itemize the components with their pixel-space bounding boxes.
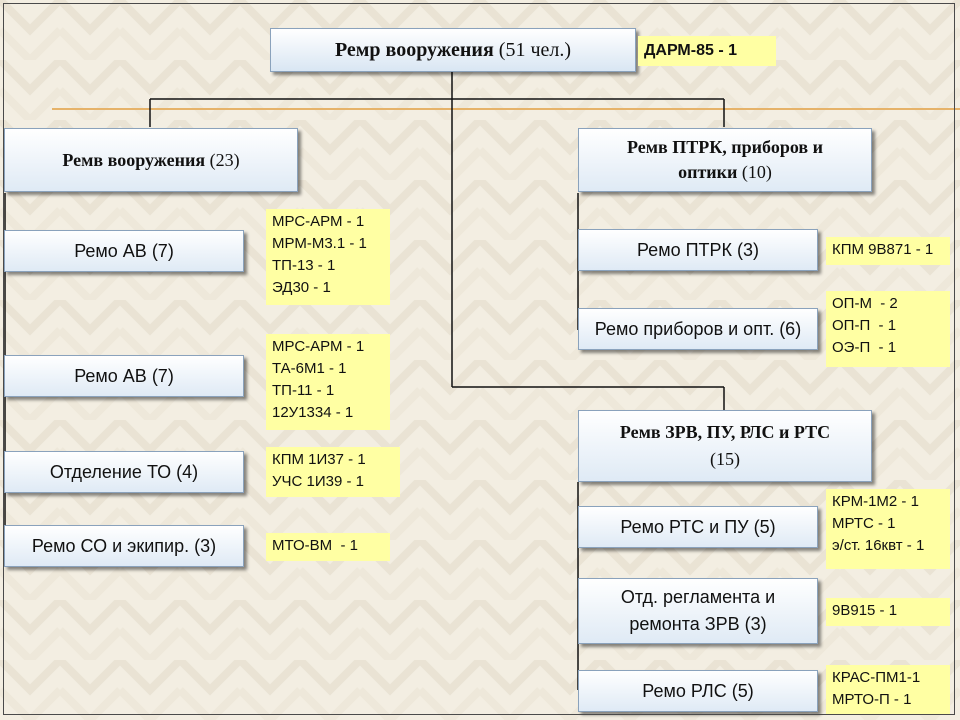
decorative-rule [52, 108, 960, 110]
note-line: э/ст. 16квт - 1 [832, 537, 925, 554]
left-item-1-notes: МРС-АРМ - 1 МРМ-М3.1 - 1 ТП-13 - 1 ЭД30 … [266, 209, 390, 305]
right1-item-2-label: Ремо приборов и опт. (6) [594, 319, 802, 339]
right2-item-1-notes: КРМ-1М2 - 1 МРТС - 1 э/ст. 16квт - 1 [826, 489, 950, 569]
right-group2-box: Ремв ЗРВ, ПУ, РЛС и РТС (15) [578, 410, 872, 482]
note-line: МРТО-П - 1 [832, 691, 912, 708]
top-note-text: ДАРМ-85 - 1 [644, 42, 737, 59]
note-line: УЧС 1И39 - 1 [272, 473, 365, 490]
left-group-count: (23) [209, 149, 240, 170]
note-line: 12У1334 - 1 [272, 404, 354, 421]
right2-item-2-label-line1: Отд. регламента и [620, 587, 776, 607]
left-item-1-label: Ремо АВ (7) [74, 241, 174, 261]
right2-item-2-notes: 9В915 - 1 [826, 598, 950, 626]
note-line: КПМ 1И37 - 1 [272, 451, 366, 468]
note-line: ОП-П - 1 [832, 317, 897, 334]
note-line: КРАС-ПМ1-1 [832, 669, 921, 686]
note-line: МРС-АРМ - 1 [272, 213, 365, 230]
right2-item-2-label-line2: ремонта ЗРВ (3) [629, 614, 767, 634]
right2-item-1-label: Ремо РТС и ПУ (5) [620, 517, 776, 537]
note-line: МТО-ВМ - 1 [272, 537, 358, 554]
note-line: КРМ-1М2 - 1 [832, 493, 919, 510]
note-line: ОЭ-П - 1 [832, 339, 897, 356]
right-group1-title-line1: Ремв ПТРК, приборов и [627, 137, 823, 157]
note-line: ТА-6М1 - 1 [272, 360, 347, 377]
right1-item-1: Ремо ПТРК (3) [578, 229, 818, 271]
left-item-1: Ремо АВ (7) [4, 230, 244, 272]
note-line: ТП-13 - 1 [272, 257, 336, 274]
note-line: КПМ 9В871 - 1 [832, 241, 934, 258]
right-group1-box: Ремв ПТРК, приборов и оптики (10) [578, 128, 872, 192]
left-item-3-notes: КПМ 1И37 - 1 УЧС 1И39 - 1 [266, 447, 400, 497]
top-note: ДАРМ-85 - 1 [638, 36, 776, 66]
left-item-2-notes: МРС-АРМ - 1 ТА-6М1 - 1 ТП-11 - 1 12У1334… [266, 334, 390, 430]
top-box: Ремр вооружения (51 чел.) [270, 28, 636, 72]
left-item-3-label: Отделение ТО (4) [49, 462, 199, 482]
note-line: ТП-11 - 1 [272, 382, 335, 399]
right2-item-3-label: Ремо РЛС (5) [642, 681, 754, 701]
note-line: ОП-М - 2 [832, 295, 898, 312]
right-group2-title-line1: Ремв ЗРВ, ПУ, РЛС и РТС [619, 422, 831, 442]
right1-item-2: Ремо приборов и опт. (6) [578, 308, 818, 350]
left-item-3: Отделение ТО (4) [4, 451, 244, 493]
note-line: 9В915 - 1 [832, 602, 898, 619]
right2-item-1: Ремо РТС и ПУ (5) [578, 506, 818, 548]
note-line: МРС-АРМ - 1 [272, 338, 365, 355]
right1-item-1-label: Ремо ПТРК (3) [636, 240, 760, 260]
right1-item-2-notes: ОП-М - 2 ОП-П - 1 ОЭ-П - 1 [826, 291, 950, 367]
left-group-title: Ремв вооружения [62, 149, 206, 170]
note-line: ЭД30 - 1 [272, 279, 331, 296]
left-item-4: Ремо СО и экипир. (3) [4, 525, 244, 567]
left-item-2: Ремо АВ (7) [4, 355, 244, 397]
right-group1-title-line2: оптики [678, 162, 738, 182]
right2-item-3-notes: КРАС-ПМ1-1 МРТО-П - 1 [826, 665, 950, 715]
note-line: МРМ-М3.1 - 1 [272, 235, 367, 252]
right2-item-2: Отд. регламента и ремонта ЗРВ (3) [578, 578, 818, 644]
left-group-box: Ремв вооружения (23) [4, 128, 298, 192]
left-item-2-label: Ремо АВ (7) [74, 366, 174, 386]
top-count: (51 чел.) [498, 38, 572, 61]
left-item-4-label: Ремо СО и экипир. (3) [31, 536, 217, 556]
right-group1-count: (10) [741, 162, 772, 182]
right2-item-3: Ремо РЛС (5) [578, 670, 818, 712]
note-line: МРТС - 1 [832, 515, 896, 532]
top-title: Ремр вооружения [334, 38, 494, 61]
right1-item-1-notes: КПМ 9В871 - 1 [826, 237, 950, 265]
right-group2-count: (15) [710, 449, 740, 469]
left-item-4-notes: МТО-ВМ - 1 [266, 533, 390, 561]
